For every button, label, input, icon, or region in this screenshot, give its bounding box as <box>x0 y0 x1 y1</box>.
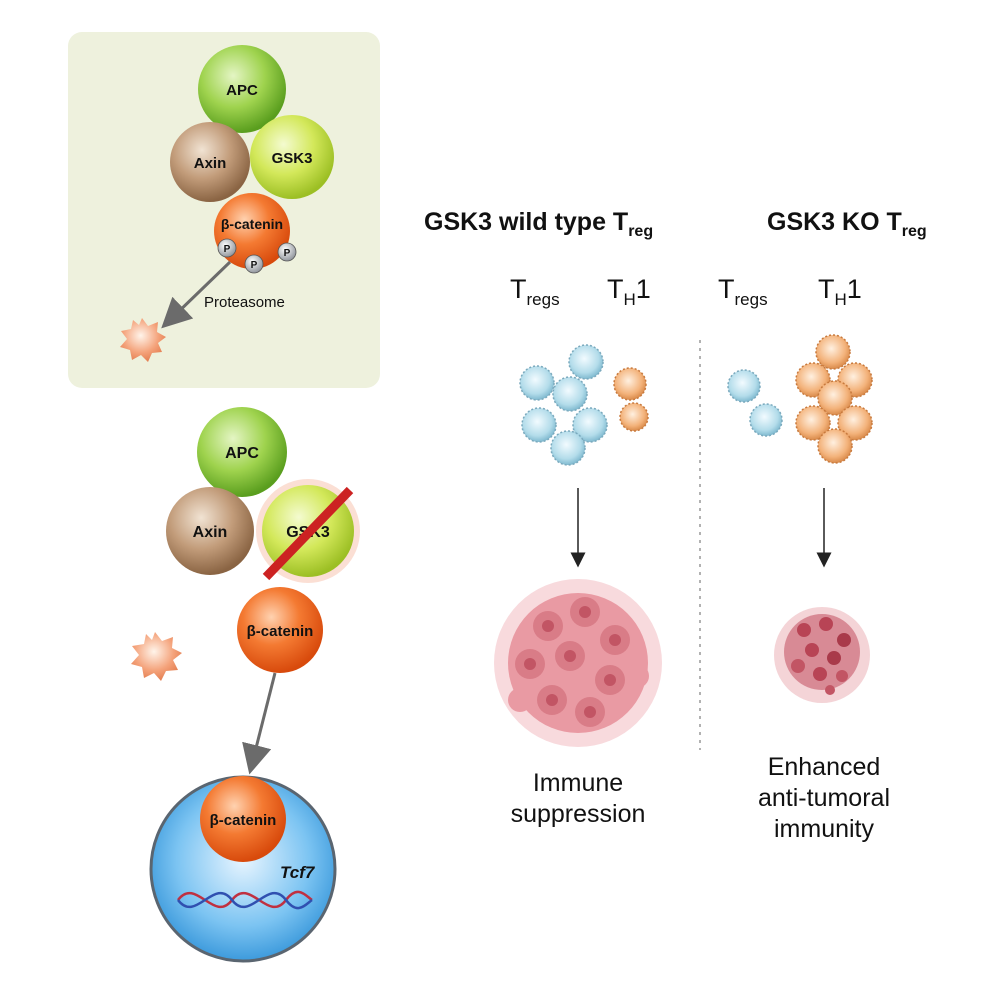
wt-heading: GSK3 wild type Treg <box>424 208 654 240</box>
beta-catenin-label-2: β-catenin <box>247 623 314 640</box>
gsk3-protein <box>250 115 334 199</box>
th1-cell <box>613 367 647 401</box>
wt-outcome: Immune suppression <box>490 768 666 830</box>
gsk3-knockout-slash <box>262 486 354 581</box>
apc-label: APC <box>226 82 258 99</box>
phosphate-label: P <box>251 260 258 271</box>
phosphate-label: P <box>224 244 231 255</box>
th1-cell <box>815 334 851 370</box>
treg-cell <box>519 365 555 401</box>
phosphate-group-1: P <box>217 238 237 258</box>
treg-cell <box>572 407 608 443</box>
wt-th1-label: TH1 <box>607 274 651 309</box>
nuclear-beta-catenin <box>200 776 286 862</box>
apc-protein-2 <box>197 407 287 497</box>
treg-cell <box>521 407 557 443</box>
proteasome-icon <box>120 318 166 362</box>
phosphate-group-3: P <box>277 242 297 262</box>
wt-treg-cluster <box>519 344 608 466</box>
ko-outcome-line: immunity <box>773 815 874 843</box>
proteasome-label: Proteasome <box>204 294 285 311</box>
proteasome-icon-2 <box>131 632 182 681</box>
nuclear-beta-catenin-label: β-catenin <box>210 812 277 829</box>
wt-th1-cluster <box>613 367 649 432</box>
small-tumor-icon <box>774 607 870 703</box>
wt-outcome-line: Immune <box>532 769 624 797</box>
apc-protein <box>198 45 286 133</box>
ko-outcome: Enhanced anti-tumoral immunity <box>736 752 912 845</box>
th1-cell <box>795 405 831 441</box>
beta-catenin-protein-2 <box>237 587 323 673</box>
beta-catenin-label: β-catenin <box>221 216 283 232</box>
ko-treg-cluster <box>727 369 783 437</box>
ko-outcome-line: Enhanced <box>767 753 881 781</box>
ko-heading: GSK3 KO Treg <box>767 208 927 240</box>
treg-cell <box>568 344 604 380</box>
apc-label-2: APC <box>225 445 259 462</box>
ko-tregs-label: Tregs <box>718 274 768 309</box>
ko-th1-cluster <box>795 334 873 464</box>
nuclear-translocation-arrow <box>242 672 277 775</box>
th1-cell <box>619 402 649 432</box>
wt-outcome-line: suppression <box>510 800 646 828</box>
th1-cell <box>817 380 853 416</box>
axin-protein-2 <box>166 487 254 575</box>
phosphate-group-2: P <box>244 254 264 274</box>
large-tumor-icon <box>494 579 662 747</box>
treg-cell <box>727 369 761 403</box>
ko-outcome-line: anti-tumoral <box>758 784 890 812</box>
treg-cell <box>550 430 586 466</box>
axin-label: Axin <box>194 155 227 172</box>
wt-tregs-label: Tregs <box>510 274 560 309</box>
treg-cell <box>552 376 588 412</box>
th1-cell <box>837 405 873 441</box>
th1-cell <box>817 428 853 464</box>
phosphate-label: P <box>284 248 291 259</box>
treg-cell <box>749 403 783 437</box>
gsk3-label: GSK3 <box>272 150 313 167</box>
degradation-arrow <box>161 260 232 329</box>
axin-protein <box>170 122 250 202</box>
tcf7-gene-label: Tcf7 <box>280 863 316 882</box>
ko-th1-label: TH1 <box>818 274 862 309</box>
dna-helix-icon <box>177 890 313 910</box>
axin-label-2: Axin <box>193 524 228 541</box>
